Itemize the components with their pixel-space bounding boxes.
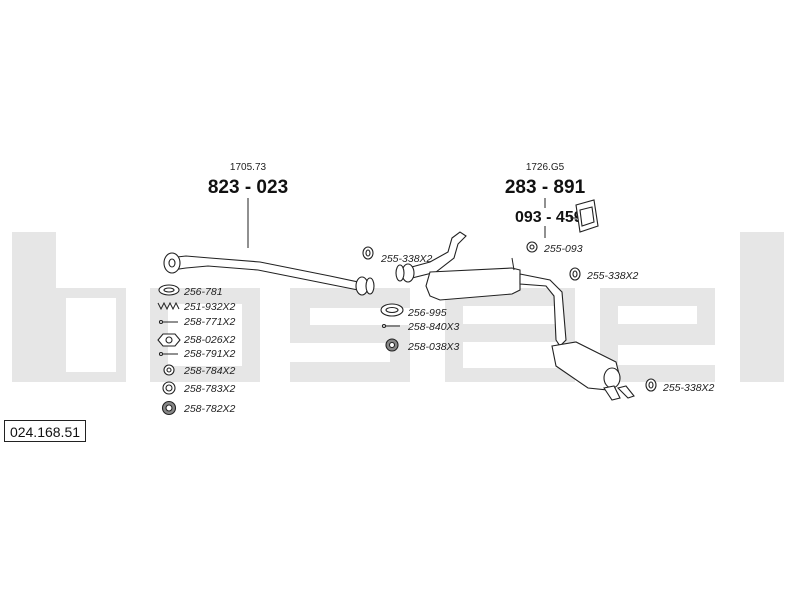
- part-label-258-026X2: 258-026X2: [183, 334, 236, 346]
- bolt-icon: [158, 319, 178, 325]
- watermark-logo: [12, 232, 784, 382]
- left-parts-list: 256-781 251-932X2 258-771X2 258-026X2 25…: [183, 286, 236, 415]
- front-pipe-part-number: 823 - 023: [208, 177, 288, 198]
- part-label-258-783X2: 258-783X2: [183, 383, 236, 395]
- part-label-258-038X3: 258-038X3: [407, 341, 460, 353]
- bolt-icon: [158, 351, 178, 357]
- gasket-ring-icon: [158, 284, 180, 296]
- part-label-258-782X2: 258-782X2: [183, 403, 236, 415]
- part-label-256-995: 256-995: [407, 307, 447, 319]
- rear-silencer-callout: 1726.G5 283 - 891 093 - 459: [505, 162, 586, 238]
- part-label-256-781: 256-781: [183, 286, 223, 298]
- right-clamp-label: 255-338X2: [586, 270, 639, 282]
- clamp-icon: [526, 241, 538, 253]
- left-parts-icons: [157, 284, 181, 416]
- clamp-icon: [569, 267, 581, 281]
- catalog-number-box: 024.168.51: [4, 420, 86, 442]
- hex-nut-icon: [157, 333, 181, 347]
- clamp-icon: [362, 246, 374, 260]
- tail-clamp-label: 255-338X2: [662, 382, 715, 394]
- upper-clamp[interactable]: 255-093: [526, 241, 583, 255]
- upper-clamp-label: 255-093: [543, 243, 583, 255]
- front-pipe-ref: 1705.73: [230, 162, 267, 173]
- middle-parts-icons: [380, 303, 404, 352]
- bolt-icon: [381, 323, 400, 329]
- tail-clamp[interactable]: 255-338X2: [645, 378, 715, 394]
- flange-nut-icon: [161, 400, 177, 416]
- middle-parts-list: 256-995 258-840X3 258-038X3: [407, 307, 460, 353]
- part-label-258-840X3: 258-840X3: [407, 321, 460, 333]
- rubber-mount-icon: [570, 199, 599, 233]
- front-pipe-callout: 1705.73 823 - 023: [208, 162, 288, 248]
- part-label-258-784X2: 258-784X2: [183, 365, 236, 377]
- gasket-ring-icon: [380, 303, 404, 317]
- washer-icon: [163, 364, 175, 376]
- rubber-mount-part-number: 093 - 459: [515, 209, 583, 226]
- part-label-258-791X2: 258-791X2: [183, 348, 236, 360]
- lock-nut-icon: [162, 381, 176, 395]
- rear-silencer-assembly[interactable]: [395, 231, 635, 401]
- front-pipe[interactable]: [163, 252, 375, 296]
- part-label-251-932X2: 251-932X2: [183, 301, 236, 313]
- right-clamp[interactable]: 255-338X2: [569, 267, 639, 282]
- spring-icon: [157, 301, 180, 311]
- mid-clamp[interactable]: 255-338X2: [362, 246, 433, 265]
- part-label-258-771X2: 258-771X2: [183, 316, 236, 328]
- rear-silencer-part-number: 283 - 891: [505, 177, 586, 198]
- clamp-icon: [645, 378, 657, 392]
- flange-nut-icon: [385, 338, 399, 352]
- mid-clamp-label: 255-338X2: [380, 253, 433, 265]
- rear-silencer-ref: 1726.G5: [526, 162, 565, 173]
